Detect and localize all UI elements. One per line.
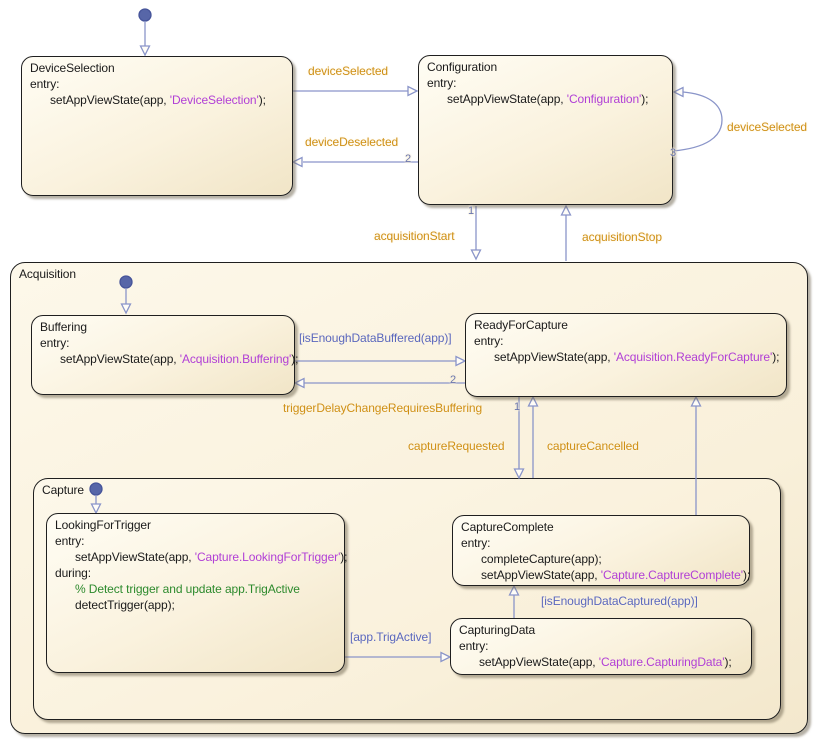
transition-trigger-delay[interactable] [293,377,465,389]
transition-label-app-trig-active[interactable]: [app.TrigActive] [350,630,432,644]
state-title: Buffering [40,320,87,334]
transition-capture-requested[interactable] [513,397,525,480]
transition-label-capture-cancelled[interactable]: captureCancelled [547,439,639,453]
transition-label-device-deselected[interactable]: deviceDeselected [305,135,399,149]
entry-action: setAppViewState(app, 'Capture.LookingFor… [75,550,348,564]
transition-label-is-enough-data-buffered[interactable]: [isEnoughDataBuffered(app)] [299,331,452,345]
entry-action: setAppViewState(app, 'Capture.CapturingD… [479,655,732,669]
state-device-selection[interactable]: DeviceSelection entry: setAppViewState(a… [21,56,293,196]
transition-device-selected-loop[interactable] [672,86,723,152]
during-action: detectTrigger(app); [75,598,175,612]
transition-is-enough-data-buffered[interactable] [295,355,467,367]
transition-is-enough-data-captured[interactable] [508,584,520,618]
transition-order-device-deselected: 2 [405,153,412,165]
entry-keyword: entry: [474,334,504,348]
state-configuration[interactable]: Configuration entry: setAppViewState(app… [418,55,673,205]
state-ready-for-capture[interactable]: ReadyForCapture entry: setAppViewState(a… [465,313,787,397]
transition-order-trigger-delay: 2 [450,374,457,386]
state-capture-complete[interactable]: CaptureComplete entry: completeCapture(a… [452,515,750,586]
transition-capture-cancelled[interactable] [527,395,539,478]
state-title: LookingForTrigger [55,518,151,532]
state-title: ReadyForCapture [474,318,568,332]
entry-keyword: entry: [427,76,457,90]
transition-label-acquisition-start[interactable]: acquisitionStart [374,229,455,243]
transition-label-device-selected-loop[interactable]: deviceSelected [727,120,807,134]
transition-label-trigger-delay[interactable]: triggerDelayChangeRequiresBuffering [283,401,483,415]
state-title: CaptureComplete [461,520,554,534]
transition-label-capture-requested[interactable]: captureRequested [408,439,505,453]
transition-order-acquisition-start: 1 [468,205,475,217]
entry-action: setAppViewState(app, 'Acquisition.Buffer… [60,352,299,366]
state-looking-for-trigger[interactable]: LookingForTrigger entry: setAppViewState… [46,513,348,673]
entry-action: setAppViewState(app, 'Acquisition.ReadyF… [494,350,780,364]
transition-label-is-enough-data-captured[interactable]: [isEnoughDataCaptured(app)] [541,594,698,608]
transition-app-trig-active[interactable] [345,651,452,663]
entry-keyword: entry: [461,536,491,550]
state-title: Acquisition [19,267,76,281]
entry-keyword: entry: [55,534,85,548]
transition-device-deselected[interactable] [291,156,418,168]
transition-label-acquisition-stop[interactable]: acquisitionStop [582,230,662,244]
entry-action-2: setAppViewState(app, 'Capture.CaptureCom… [481,568,751,582]
state-title: Capture [42,483,84,497]
default-transition-acquisition[interactable] [119,275,133,315]
transition-acquisition-stop[interactable] [560,204,572,261]
entry-keyword: entry: [30,77,60,91]
entry-keyword: entry: [40,336,70,350]
transition-order-capture-requested: 1 [514,401,521,413]
transition-device-selected[interactable] [293,85,419,97]
entry-action-1: completeCapture(app); [481,552,602,566]
entry-action: setAppViewState(app, 'DeviceSelection'); [50,93,266,107]
during-comment: % Detect trigger and update app.TrigActi… [75,582,300,596]
state-title: Configuration [427,60,498,74]
state-title: DeviceSelection [30,61,115,75]
transition-order-device-selected-loop: 3 [670,147,677,159]
entry-keyword: entry: [459,639,489,653]
state-buffering[interactable]: Buffering entry: setAppViewState(app, 'A… [31,315,299,395]
transition-capture-complete-to-ready[interactable] [690,395,702,515]
entry-action: setAppViewState(app, 'Configuration'); [447,92,649,106]
default-transition-chart[interactable] [138,8,152,57]
during-keyword: during: [55,566,91,580]
state-title: CapturingData [459,623,536,637]
transition-acquisition-start[interactable] [470,206,482,261]
default-transition-capture[interactable] [89,482,103,515]
transition-label-device-selected[interactable]: deviceSelected [308,64,388,78]
state-capturing-data[interactable]: CapturingData entry: setAppViewState(app… [450,618,752,675]
